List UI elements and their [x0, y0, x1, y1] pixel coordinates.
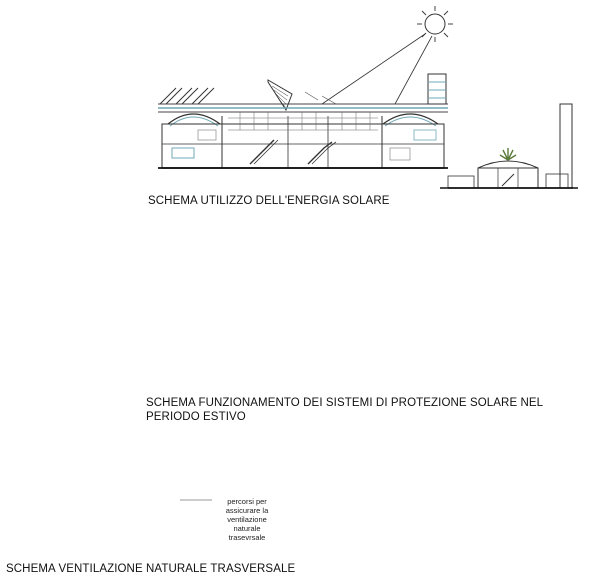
sun-ray [321, 33, 426, 105]
caption-summer-protection-line2: PERIODO ESTIVO [146, 411, 246, 423]
solar-energy-panel [157, 5, 578, 189]
solar-collector [267, 79, 293, 112]
note-line: assicurare la [225, 506, 269, 515]
solar-panel-icon [159, 87, 215, 105]
note-line: trasevrsale [228, 533, 266, 542]
caption-cross-ventilation: SCHEMA VENTILAZIONE NATURALE TRASVERSALE [6, 563, 296, 575]
note-line: ventilazione [227, 515, 267, 524]
note-line: percorsi per [227, 497, 267, 506]
ventilation-path-note: percorsi per assicurare la ventilazione … [211, 497, 283, 542]
caption-solar-energy: SCHEMA UTILIZZO DELL'ENERGIA SOLARE [148, 195, 390, 207]
caption-summer-protection-line1: SCHEMA FUNZIONAMENTO DEI SISTEMI DI PROT… [146, 397, 544, 409]
sun-ray [394, 35, 433, 105]
note-line: naturale [233, 524, 261, 533]
